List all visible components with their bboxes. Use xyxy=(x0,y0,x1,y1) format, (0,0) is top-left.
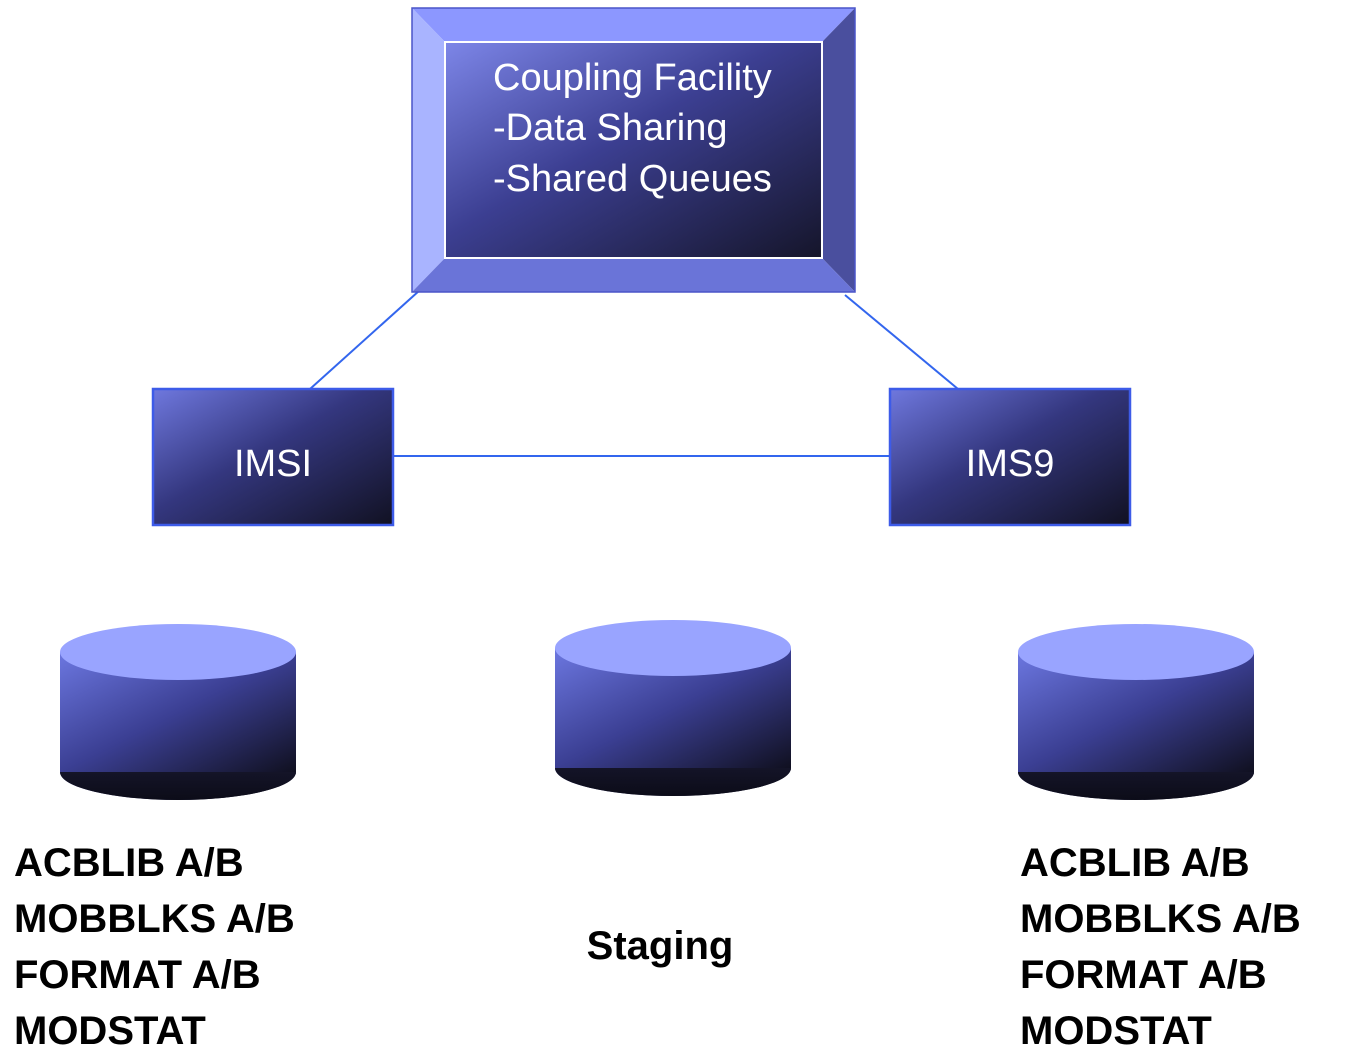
system-box-imsi: IMSI xyxy=(151,387,395,527)
library-label: MOBBLKS A/B xyxy=(1020,897,1301,941)
database-cylinder-staging xyxy=(555,620,791,796)
coupling-facility-item-shared-queues: -Shared Queues xyxy=(493,158,772,200)
connector-cf-imsi xyxy=(309,289,421,390)
library-list-right: ACBLIB A/B MOBBLKS A/B FORMAT A/B MODSTA… xyxy=(1020,841,1301,1053)
library-label: MODSTAT xyxy=(1020,1009,1212,1053)
library-label: ACBLIB A/B xyxy=(14,841,244,885)
system-box-ims9: IMS9 xyxy=(888,387,1132,527)
system-label-imsi: IMSI xyxy=(234,443,312,485)
coupling-facility-item-data-sharing: -Data Sharing xyxy=(493,107,727,149)
library-label: MODSTAT xyxy=(14,1009,206,1053)
coupling-facility-box: Coupling Facility -Data Sharing -Shared … xyxy=(411,7,856,293)
staging-label: Staging xyxy=(587,924,734,968)
database-cylinder-right xyxy=(1018,624,1254,800)
system-label-ims9: IMS9 xyxy=(966,443,1055,485)
library-label: FORMAT A/B xyxy=(1020,953,1267,997)
database-cylinder-left xyxy=(60,624,296,800)
library-label: FORMAT A/B xyxy=(14,953,261,997)
connectors xyxy=(309,289,959,457)
library-label: MOBBLKS A/B xyxy=(14,897,295,941)
library-label: ACBLIB A/B xyxy=(1020,841,1250,885)
coupling-facility-title: Coupling Facility xyxy=(493,57,772,99)
library-list-left: ACBLIB A/B MOBBLKS A/B FORMAT A/B MODSTA… xyxy=(14,841,295,1053)
connector-cf-ims9 xyxy=(844,294,959,390)
